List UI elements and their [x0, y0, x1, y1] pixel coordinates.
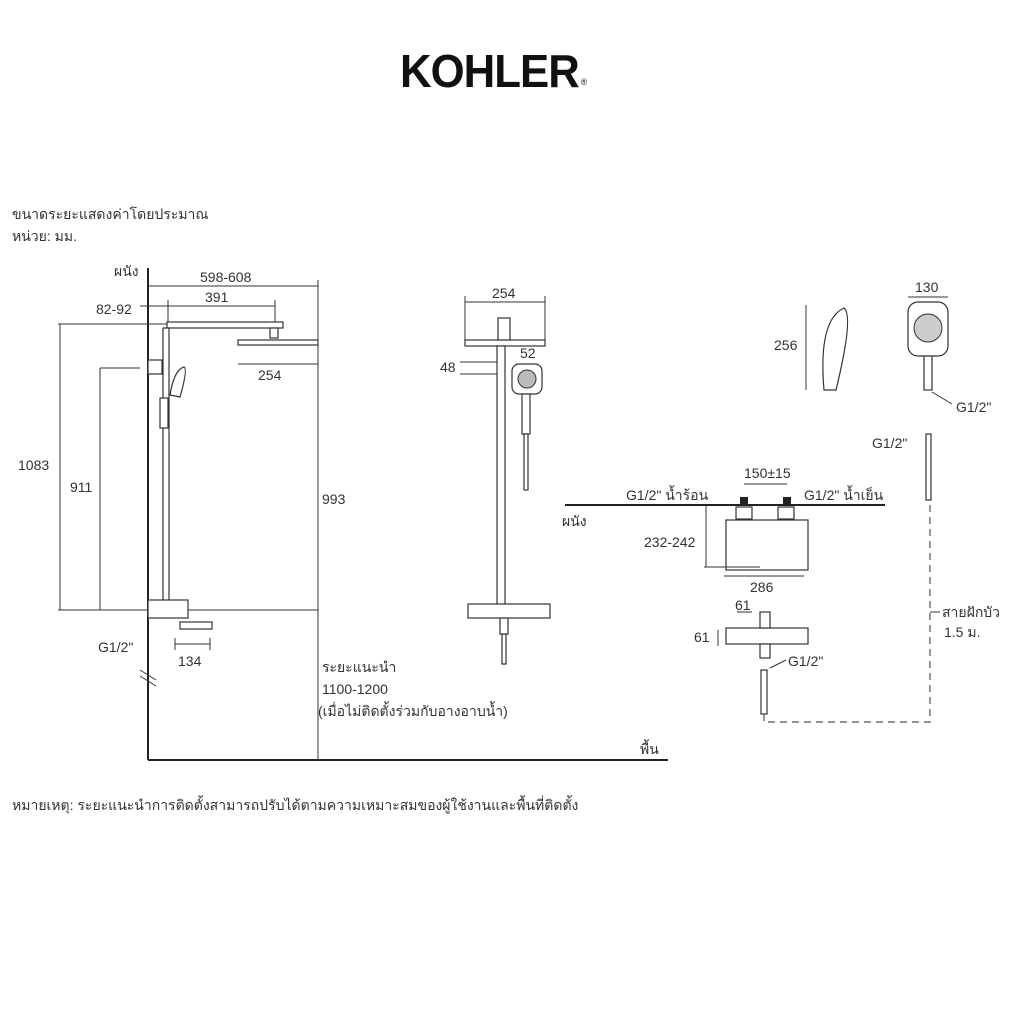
riser-pipe — [162, 327, 170, 614]
dim-spout: 134 — [178, 653, 202, 669]
dim-projection: 232-242 — [644, 534, 696, 550]
cold-inlet: G1/2" น้ำเย็น — [804, 485, 884, 503]
front-mixer — [467, 603, 551, 619]
floor-label: พื้น — [640, 739, 659, 757]
valve-body-top — [725, 519, 809, 571]
rain-head-side — [237, 339, 319, 346]
side-inlet-label: G1/2" — [98, 639, 133, 655]
handshower-profile — [822, 307, 849, 391]
shower-arm — [166, 321, 284, 329]
recommend-note: (เมื่อไม่ติดตั้งร่วมกับอางอาบน้ำ) — [318, 701, 508, 719]
handshower-side — [169, 366, 186, 398]
dim-body-b: 61 — [694, 629, 710, 645]
front-riser — [496, 345, 506, 609]
dim-body-a: 61 — [735, 597, 751, 613]
dim-centers: 150±15 — [744, 465, 791, 481]
hose-label: สายฝักบัว — [942, 604, 1000, 620]
handshower-detail: 256 130 G1/2" G1/2" — [774, 279, 991, 501]
valve-wall-label: ผนัง — [562, 513, 587, 529]
handshower-thread: G1/2" — [956, 399, 991, 415]
hose-length: 1.5 ม. — [944, 624, 980, 640]
dim-arm: 391 — [205, 289, 229, 305]
mixer-valve-side — [147, 599, 189, 619]
wall-label: ผนัง — [114, 263, 139, 279]
dim-hand: 52 — [520, 345, 536, 361]
front-view: 254 48 52 — [440, 285, 551, 665]
dim-height-holder: 911 — [70, 479, 93, 495]
dim-handshower-length: 256 — [774, 337, 798, 353]
unit-note: หน่วย: มม. — [12, 228, 77, 244]
valve-body-front — [725, 627, 809, 645]
dim-height-total: 1083 — [18, 457, 49, 473]
recommend-label: ระยะแนะนำ — [322, 659, 396, 675]
spout — [179, 621, 213, 630]
dim-total-reach: 598-608 — [200, 269, 252, 285]
recommend-value: 1100-1200 — [322, 681, 388, 697]
kohler-logo: KOHLER® — [400, 44, 588, 98]
valve-outlet: G1/2" — [788, 653, 823, 669]
dim-handshower-width: 130 — [915, 279, 939, 295]
hot-inlet: G1/2" น้ำร้อน — [626, 485, 709, 503]
approx-note: ขนาดระยะแสดงค่าโดยประมาณ — [12, 206, 209, 222]
hose-thread: G1/2" — [872, 435, 907, 451]
footer-note: หมายเหตุ: ระยะแนะนำการติดตั้งสามารถปรับไ… — [12, 795, 578, 814]
dim-wall-offset: 82-92 — [96, 301, 132, 317]
logo-text: KOHLER — [400, 45, 580, 97]
dim-head-width: 254 — [258, 367, 282, 383]
dim-head-depth: 48 — [440, 359, 456, 375]
hose-dashed — [763, 500, 931, 723]
dim-front-head-width: 254 — [492, 285, 516, 301]
dim-height-floor: 993 — [322, 491, 346, 507]
registered-mark: ® — [580, 77, 588, 87]
dim-valve-width: 286 — [750, 579, 774, 595]
hose-end — [925, 433, 932, 501]
valve-detail: ผนัง 150±15 G1/2" น้ำร้อน G1/2" น้ำเย็น … — [562, 465, 1000, 723]
side-view: ผนัง 598-608 391 82-92 1083 911 993 254 … — [18, 263, 668, 761]
